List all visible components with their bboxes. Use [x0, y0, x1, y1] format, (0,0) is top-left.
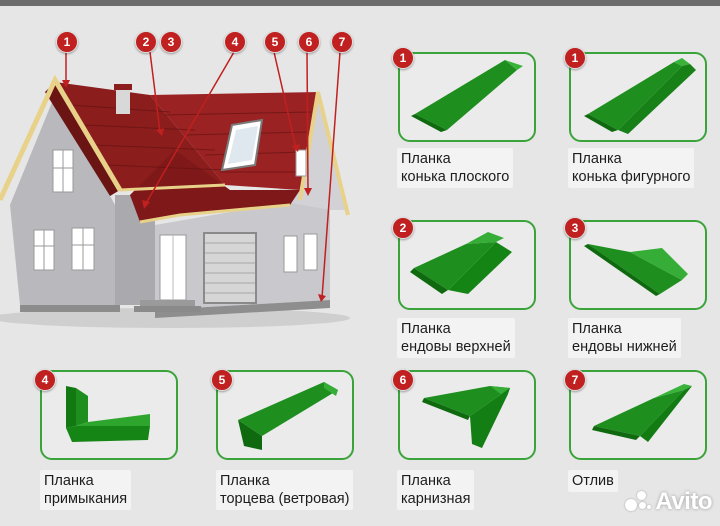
profile-abutment-icon: [66, 386, 150, 442]
panel-abutment-badge: 4: [34, 369, 56, 391]
house-callout-3: 3: [160, 31, 182, 53]
panel-drip-label: Отлив: [568, 470, 618, 492]
avito-watermark: Avito: [625, 488, 712, 516]
avito-watermark-text: Avito: [655, 488, 712, 515]
panel-ridge-flat-badge: 1: [392, 47, 414, 69]
house-callout-4: 4: [224, 31, 246, 53]
profile-ridge-figured-icon: [584, 58, 696, 134]
house-callout-2: 2: [135, 31, 157, 53]
house-callout-1: 1: [56, 31, 78, 53]
panel-gable-end: [216, 370, 354, 460]
panel-valley-lower: [569, 220, 707, 310]
house-callout-7: 7: [331, 31, 353, 53]
profile-eaves-icon: [422, 386, 510, 448]
avito-logo-icon: [625, 491, 652, 513]
profile-valley-lower-icon: [584, 244, 688, 296]
top-bar: [0, 0, 720, 6]
panel-gable-end-badge: 5: [211, 369, 233, 391]
profile-ridge-flat-icon: [411, 60, 523, 132]
panel-ridge-figured-badge: 1: [564, 47, 586, 69]
house-illustration: [0, 51, 350, 328]
profile-gable-end-icon: [238, 382, 338, 450]
profile-drip-icon: [592, 384, 692, 442]
house-callout-5: 5: [264, 31, 286, 53]
profile-valley-upper-icon: [410, 232, 512, 294]
house-callout-6: 6: [298, 31, 320, 53]
panel-valley-upper-badge: 2: [392, 217, 414, 239]
panel-eaves-badge: 6: [392, 369, 414, 391]
panel-drip-badge: 7: [564, 369, 586, 391]
panel-valley-lower-badge: 3: [564, 217, 586, 239]
panel-abutment: [40, 370, 178, 460]
